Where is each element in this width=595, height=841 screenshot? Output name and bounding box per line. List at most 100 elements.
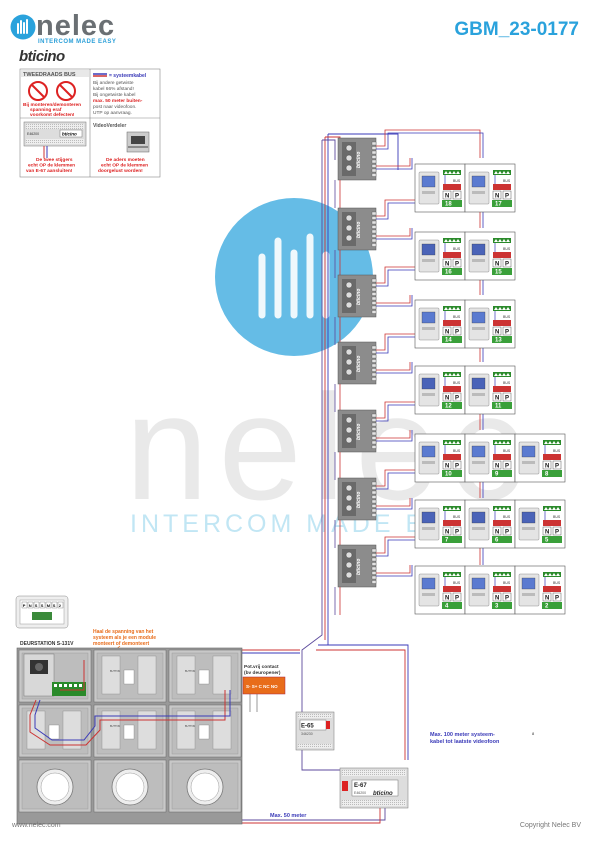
terminal-p: P — [505, 396, 509, 402]
legend-bus-warn-1: Bij monteren/demonteren — [23, 102, 81, 108]
nelec-logo-icon — [10, 14, 36, 40]
bus-label: BUS — [453, 315, 461, 319]
terminal-p: P — [455, 464, 459, 470]
terminal-n: N — [545, 596, 549, 602]
legend-bus-title: TWEEDRAADS BUS — [23, 72, 76, 78]
video-distributor: bticino — [334, 199, 484, 278]
distributor-brand: bticino — [356, 152, 362, 168]
distributor-brand: bticino — [356, 492, 362, 508]
terminal-n: N — [495, 464, 499, 470]
apartment-number: 14 — [445, 338, 452, 344]
outdoor-terminal: P — [23, 603, 26, 608]
apartment-number: 12 — [445, 404, 452, 410]
legend-cable-title: = systeemkabel — [109, 73, 147, 79]
legend-e67-note-2: echt OP de klemmen — [28, 163, 75, 169]
bus-label: BUS — [553, 581, 561, 585]
outdoor-terminal: S — [35, 603, 38, 608]
legend-e67-note-3: van E-67 aansluiten! — [26, 168, 73, 174]
apartment-number: 13 — [495, 338, 502, 344]
terminal-n: N — [545, 464, 549, 470]
button-label: BUTTON — [110, 725, 120, 728]
no-voltage-icon — [28, 81, 76, 101]
terminal-p: P — [555, 530, 559, 536]
contact-title: Pot.vrij contact — [244, 664, 279, 670]
legend-panel: TWEEDRAADS BUS Bij monteren/demonteren s… — [19, 68, 161, 178]
power-supply-e67: E-67 E46200 bticino — [339, 767, 409, 809]
bticino-logo: bticino — [19, 48, 65, 65]
legend-cable-1: Bij andere getwiste — [93, 80, 134, 86]
legend-cable-5: post naar videofoon. — [93, 104, 136, 110]
video-distributor-mini-icon — [126, 131, 150, 153]
legend-cable-4: max. 50 meter buiten- — [93, 98, 143, 104]
apartment-number: 5 — [545, 538, 549, 544]
video-distributor: bticino — [334, 401, 484, 480]
video-distributor: bticino — [334, 333, 484, 412]
video-distributors: bticinobticinobticinobticinobticinobtici… — [334, 129, 484, 615]
apartment-number: 2 — [545, 604, 549, 610]
outdoor-warning-2: systeem als je een module — [93, 635, 156, 641]
legend-e67-note-1: De twee stijgers — [36, 157, 73, 163]
bus-label: BUS — [503, 381, 511, 385]
button-label: BUTTON — [185, 725, 195, 728]
terminal-p: P — [505, 530, 509, 536]
contact-terminals: S- S+ C NC NO — [246, 684, 278, 689]
distributor-brand: bticino — [356, 424, 362, 440]
apartment-number: 10 — [445, 472, 452, 478]
note-max100-1: Max. 100 meter systeem- — [430, 732, 495, 738]
apartment-number: 6 — [495, 538, 499, 544]
apartment-number: 18 — [445, 202, 452, 208]
bus-label: BUS — [503, 449, 511, 453]
terminal-n: N — [445, 596, 449, 602]
legend-vv-note-1: De aders moeten — [106, 157, 145, 163]
bus-label: BUS — [503, 515, 511, 519]
bus-label: BUS — [453, 381, 461, 385]
terminal-p: P — [555, 464, 559, 470]
bus-label: BUS — [503, 247, 511, 251]
bus-label: BUS — [453, 247, 461, 251]
outdoor-warning-3: monteert of demonteert — [93, 641, 149, 647]
terminal-n: N — [495, 194, 499, 200]
bus-label: BUS — [503, 179, 511, 183]
apartment-number: 8 — [545, 472, 549, 478]
psu-e67-code: E46200 — [354, 791, 366, 795]
legend-vv-note-2: echt OP de klemmen — [101, 163, 148, 169]
note-max50: Max. 50 meter — [270, 813, 307, 819]
note-mark: 8 — [532, 731, 535, 736]
apartment-number: 4 — [445, 604, 449, 610]
terminal-p: P — [505, 330, 509, 336]
outdoor-terminal: M — [47, 603, 51, 608]
legend-vv-title: VideoVerdeler — [93, 123, 126, 129]
terminal-n: N — [445, 262, 449, 268]
terminal-p: P — [455, 330, 459, 336]
svg-text:bticino: bticino — [62, 132, 77, 137]
button-label: BUTTON — [110, 670, 120, 673]
terminal-p: P — [505, 262, 509, 268]
terminal-p: P — [455, 262, 459, 268]
bus-label: BUS — [453, 179, 461, 183]
outdoor-warning-1: Haal de spanning van het — [93, 629, 154, 635]
brand-name: nelec — [36, 10, 116, 42]
psu-e65-code: 346230 — [301, 732, 313, 736]
outdoor-title: DEURSTATION S-131V — [20, 641, 74, 647]
bus-label: BUS — [453, 449, 461, 453]
video-distributor: bticino — [334, 469, 484, 548]
legend-cable-3: Bij ongetwiste kabel — [93, 92, 135, 98]
bus-label: BUS — [453, 515, 461, 519]
terminal-n: N — [495, 396, 499, 402]
psu-e65-label: E-65 — [301, 724, 314, 730]
terminal-p: P — [505, 464, 509, 470]
psu-e67-brand: bticino — [373, 791, 393, 797]
terminal-n: N — [445, 330, 449, 336]
note-max100-2: kabel tot laatste videofoon — [430, 739, 500, 745]
apartment-number: 9 — [495, 472, 499, 478]
terminal-n: N — [445, 194, 449, 200]
